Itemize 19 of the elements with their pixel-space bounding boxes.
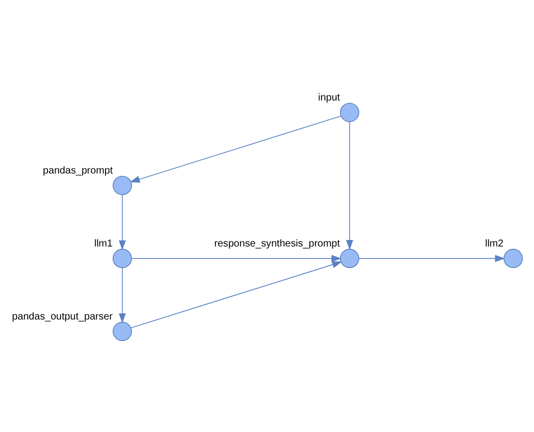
node-circle: [504, 248, 523, 268]
node-circle: [112, 248, 132, 268]
node-label: pandas_output_parser: [12, 310, 113, 322]
node-label: llm1: [94, 238, 113, 249]
node-circle: [112, 321, 132, 341]
node-label: llm2: [485, 238, 504, 249]
node-circle: [340, 248, 360, 268]
arrow: [118, 194, 126, 250]
node-label: response_synthesis_prompt: [214, 238, 340, 249]
arrow: [130, 115, 342, 182]
node-circle: [340, 102, 360, 122]
arrow: [131, 254, 342, 262]
arrow: [118, 266, 126, 323]
arrow: [346, 121, 354, 250]
node-circle: [112, 175, 132, 195]
arrow: [358, 254, 506, 262]
node-label: input: [318, 92, 340, 103]
arrow: [130, 260, 342, 328]
node-label: pandas_prompt: [42, 164, 113, 176]
